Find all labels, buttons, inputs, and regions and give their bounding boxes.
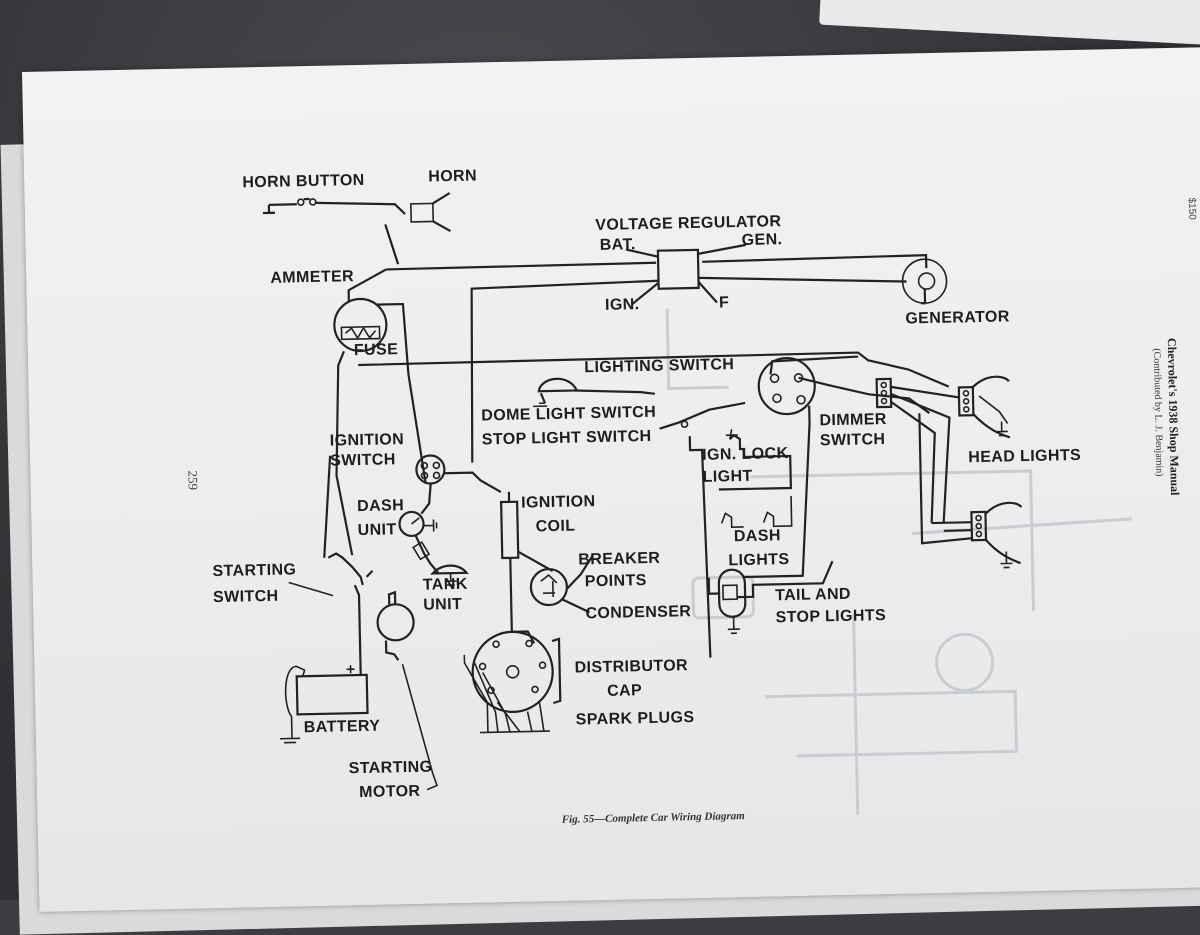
label-starting-switch-1: STARTING	[212, 561, 296, 580]
component-labels: HORN BUTTON HORN VOLTAGE REGULATOR BAT. …	[212, 167, 1081, 801]
label-ignition-coil-1: IGNITION	[521, 493, 596, 512]
sidebar-credit: (Contributed by L. J. Benjamin)	[1151, 348, 1165, 477]
label-distributor-cap-2: CAP	[607, 682, 642, 700]
label-ignition-switch-2: SWITCH	[330, 451, 396, 469]
page-number: 259	[185, 470, 200, 490]
label-gen: GEN.	[742, 231, 783, 249]
page-sidebar: Chevrolet's 1938 Shop Manual (Contribute…	[1151, 197, 1197, 496]
label-spark-plugs: SPARK PLUGS	[576, 709, 695, 728]
price-sticker: $150	[1186, 197, 1197, 220]
sidebar-title: Chevrolet's 1938 Shop Manual	[1165, 338, 1182, 496]
label-condenser: CONDENSER	[585, 603, 691, 622]
label-distributor-cap-1: DISTRIBUTOR	[574, 657, 688, 676]
label-lighting-switch: LIGHTING SWITCH	[584, 356, 734, 376]
label-voltage-regulator: VOLTAGE REGULATOR	[595, 213, 781, 234]
label-starting-motor-1: STARTING	[348, 759, 432, 778]
label-fuse: FUSE	[354, 341, 399, 359]
wires	[262, 192, 1023, 791]
label-dash-lights-2: LIGHTS	[728, 551, 789, 569]
label-f: F	[719, 294, 730, 311]
label-dash-unit-1: DASH	[357, 497, 404, 515]
label-tank-unit-2: UNIT	[423, 596, 462, 614]
label-tail-stop-lights-1: TAIL AND	[775, 586, 851, 605]
label-tank-unit-1: TANK	[423, 576, 468, 594]
label-generator: GENERATOR	[905, 308, 1010, 327]
label-tail-stop-lights-2: STOP LIGHTS	[775, 607, 886, 626]
label-ammeter: AMMETER	[270, 268, 354, 287]
figure-caption: Fig. 55—Complete Car Wiring Diagram	[561, 810, 746, 826]
label-dimmer-switch-1: DIMMER	[819, 411, 887, 429]
label-starting-motor-2: MOTOR	[359, 783, 421, 801]
label-battery: BATTERY	[304, 718, 381, 737]
label-dash-unit-2: UNIT	[357, 521, 396, 539]
label-horn: HORN	[428, 167, 477, 185]
label-breaker-points-1: BREAKER	[578, 550, 660, 569]
label-horn-button: HORN BUTTON	[242, 172, 365, 192]
label-starting-switch-2: SWITCH	[213, 588, 279, 606]
label-ign: IGN.	[605, 296, 640, 314]
manual-page: HORN BUTTON HORN VOLTAGE REGULATOR BAT. …	[22, 46, 1200, 912]
label-dash-lights-1: DASH	[734, 527, 781, 545]
wiring-diagram: HORN BUTTON HORN VOLTAGE REGULATOR BAT. …	[185, 167, 1197, 826]
label-ign-lock-light-1: IGN. LOCK	[702, 445, 789, 464]
label-head-lights: HEAD LIGHTS	[968, 447, 1081, 466]
label-breaker-points-2: POINTS	[585, 572, 647, 590]
label-dome-light-switch: DOME LIGHT SWITCH	[481, 404, 656, 425]
label-dimmer-switch-2: SWITCH	[820, 431, 886, 449]
label-bat: BAT.	[600, 236, 636, 254]
label-stop-light-switch: STOP LIGHT SWITCH	[482, 428, 652, 449]
label-ignition-switch-1: IGNITION	[330, 431, 405, 450]
label-ignition-coil-2: COIL	[535, 518, 575, 536]
label-ign-lock-light-2: LIGHT	[702, 468, 752, 486]
